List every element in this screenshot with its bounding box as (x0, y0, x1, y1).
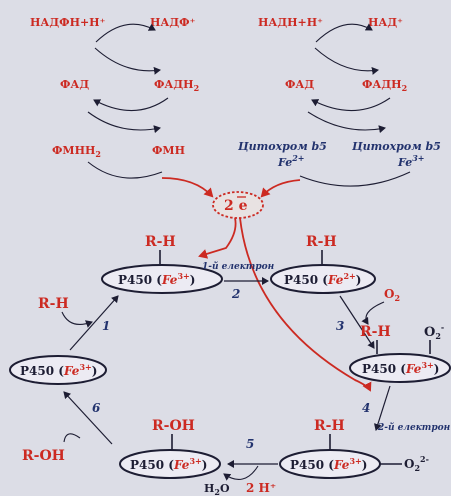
fad-label-left: ФАД (60, 78, 89, 91)
fadh2-to-fad-arrow (93, 97, 169, 112)
oxygen-entry-arrow (361, 301, 385, 325)
rh-label-2: R-H (306, 234, 337, 250)
p450-state-oxy (349, 353, 451, 383)
fadh2-label-right: ФАДН2 (362, 78, 407, 93)
bound-o2-label: O2- (424, 322, 444, 341)
nadh-to-nad-arrow (315, 23, 373, 43)
p450-state-product-label: P450 (Fe3+) (130, 456, 207, 472)
p450-state-reduced-label: P450 (Fe2+) (284, 271, 361, 287)
step-3-number: 3 (336, 319, 344, 333)
water-label: H2O (204, 482, 230, 496)
o2-label: O2 (384, 287, 400, 303)
fmnh2-to-fmn-arrow (87, 161, 163, 179)
nadph-label: НАДФН+Н⁺ (30, 16, 106, 29)
nadph-chain: НАДФН+Н⁺ НАДФ⁺ ФАД ФАДН2 ФМНН2 ФМН (30, 16, 199, 179)
fmn-reduction-arrow (87, 111, 161, 134)
second-electron-label: 2-й електрон (377, 422, 451, 433)
p450-state-oxy-label: P450 (Fe3+) (362, 360, 439, 376)
nad-label: НАД⁺ (368, 16, 403, 29)
fad-label-right: ФАД (285, 78, 314, 91)
rh-label-1: R-H (145, 234, 176, 250)
step-5-number: 5 (246, 437, 254, 451)
first-electron-arrow (198, 217, 237, 259)
two-electrons-node (212, 191, 264, 219)
fmn-label: ФМН (152, 144, 185, 157)
step-4-number: 4 (362, 401, 370, 415)
step-2-number: 2 (231, 287, 240, 301)
substrate-entry-arrow (61, 311, 93, 328)
fad-to-fadh2-right-arrow (314, 47, 379, 75)
electron-in-right-arrow (260, 179, 301, 198)
rh-label-4: R-H (314, 418, 345, 434)
p450-state-substrate-bound-label: P450 (Fe3+) (118, 271, 195, 287)
fe2-label: Fe2+ (277, 153, 305, 169)
second-electron-arrow (239, 217, 372, 392)
rh-label-entering: R-H (38, 296, 69, 312)
p450-state-resting-label: P450 (Fe3+) (20, 362, 97, 378)
roh-label-released: R-OH (22, 448, 65, 464)
fe3-label: Fe3+ (397, 153, 425, 169)
two-electrons-label: 2 e (224, 198, 248, 214)
nadh-label: НАДН+Н⁺ (258, 16, 323, 29)
peroxo-o2-label: O22- (404, 454, 429, 473)
roh-label-bound: R-OH (152, 418, 195, 434)
fmnh2-label: ФМНН2 (52, 144, 101, 159)
step-1-arrow (69, 295, 119, 351)
cytochrome-reduction-arrow (307, 111, 386, 134)
step-1-number: 1 (102, 319, 110, 333)
step-6-arrow (63, 391, 113, 445)
p450-state-substrate-bound (101, 264, 223, 294)
protons-label: 2 H⁺ (246, 481, 276, 495)
rh-label-3: R-H (360, 324, 391, 340)
p450-state-product (119, 449, 221, 479)
water-release-arrow (223, 465, 259, 481)
fadh2-label-left: ФАДН2 (154, 78, 199, 93)
first-electron-label: 1-й електрон (202, 261, 275, 272)
cytochrome-right-label: Цитохром b5 (351, 140, 441, 153)
p450-state-peroxo-label: P450 (Fe3+) (290, 456, 367, 472)
product-release-curve (63, 433, 81, 443)
electron-in-left-arrow (161, 177, 214, 198)
p450-state-resting (9, 355, 107, 385)
step-6-number: 6 (92, 401, 101, 415)
fadh2-to-fad-right-arrow (311, 97, 391, 112)
nadh-chain: НАДН+Н⁺ НАД⁺ ФАД ФАДН2 Цитохром b5 Цитох… (237, 16, 441, 187)
step-4-arrow (374, 385, 391, 431)
cytochrome-left-label: Цитохром b5 (237, 140, 327, 153)
cytochrome-oxidation-arrow (299, 171, 411, 187)
nadp-label: НАДФ⁺ (150, 16, 196, 29)
step-3-arrow (339, 295, 375, 349)
p450-state-reduced (270, 264, 376, 294)
nadph-to-nadp-arrow (95, 23, 156, 43)
fad-to-fadh2-arrow (94, 47, 161, 75)
